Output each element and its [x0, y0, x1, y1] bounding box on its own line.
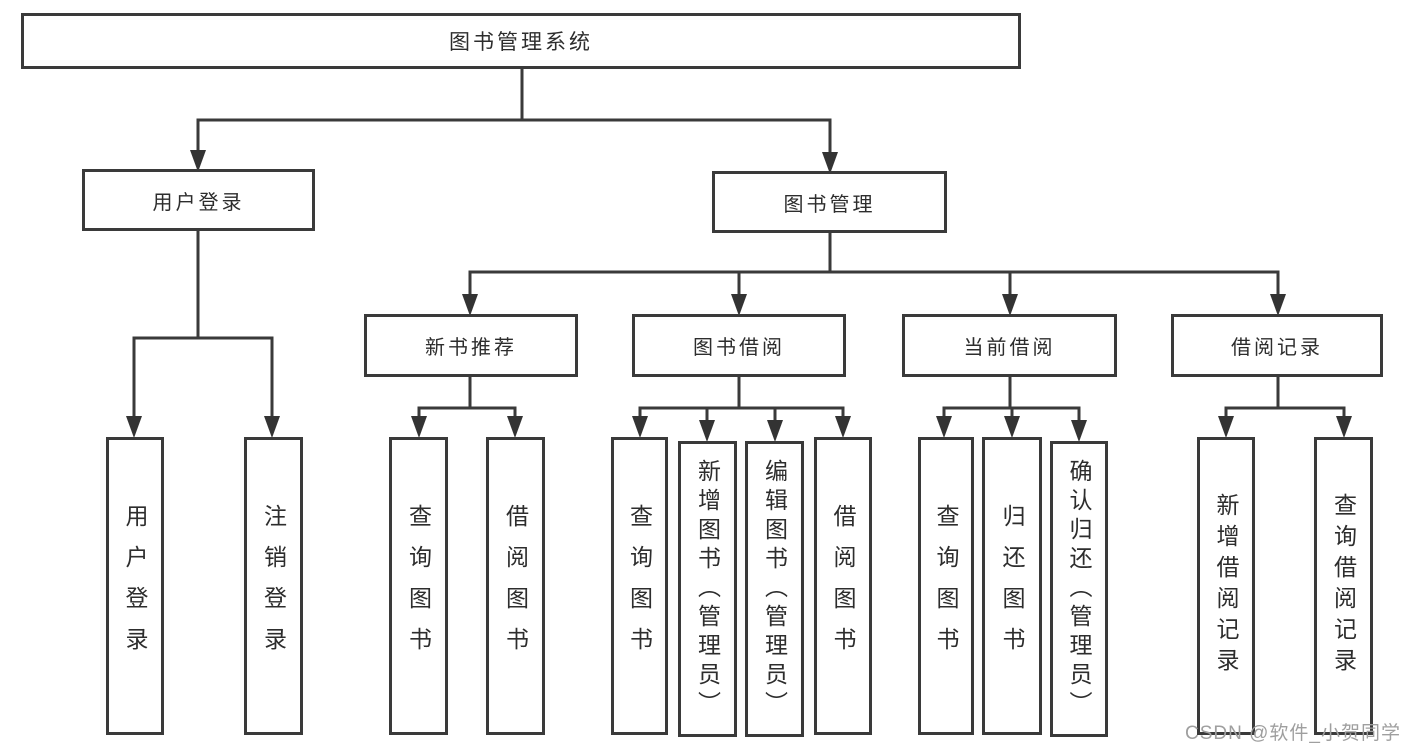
leaf-query-books-current: 查询图书	[918, 437, 974, 735]
node-new-book-recommend: 新书推荐	[364, 314, 578, 377]
node-current-borrow: 当前借阅	[902, 314, 1117, 377]
leaf-confirm-return-admin: 确认归还（管理员）	[1050, 441, 1108, 737]
leaf-query-borrow-record: 查询借阅记录	[1314, 437, 1373, 735]
watermark: CSDN @软件_小贺同学	[1185, 723, 1401, 744]
connector-current-borrow-to-leaves	[936, 377, 1087, 442]
leaf-add-book-admin: 新增图书（管理员）	[678, 441, 737, 737]
leaf-query-books-borrow: 查询图书	[611, 437, 668, 735]
connector-borrow-records-to-leaves	[1218, 377, 1352, 438]
node-root: 图书管理系统	[21, 13, 1021, 69]
leaf-add-borrow-record: 新增借阅记录	[1197, 437, 1255, 735]
connector-user-login-to-leaves	[126, 231, 280, 438]
node-book-borrow: 图书借阅	[632, 314, 846, 377]
connector-book-borrow-to-leaves	[632, 377, 851, 442]
leaf-edit-book-admin: 编辑图书（管理员）	[745, 441, 804, 737]
node-borrow-records: 借阅记录	[1171, 314, 1383, 377]
leaf-borrow-books: 借阅图书	[814, 437, 872, 735]
leaf-borrow-books-recommend: 借阅图书	[486, 437, 545, 735]
leaf-query-books-recommend: 查询图书	[389, 437, 448, 735]
connector-root-to-level2	[190, 69, 838, 174]
node-user-login: 用户登录	[82, 169, 315, 231]
leaf-return-book: 归还图书	[982, 437, 1042, 735]
node-book-management: 图书管理	[712, 171, 947, 233]
leaf-logout: 注销登录	[244, 437, 303, 735]
connector-new-book-recommend-to-leaves	[411, 377, 523, 438]
connector-book-management-to-level3	[462, 233, 1286, 316]
leaf-user-login: 用户登录	[106, 437, 164, 735]
